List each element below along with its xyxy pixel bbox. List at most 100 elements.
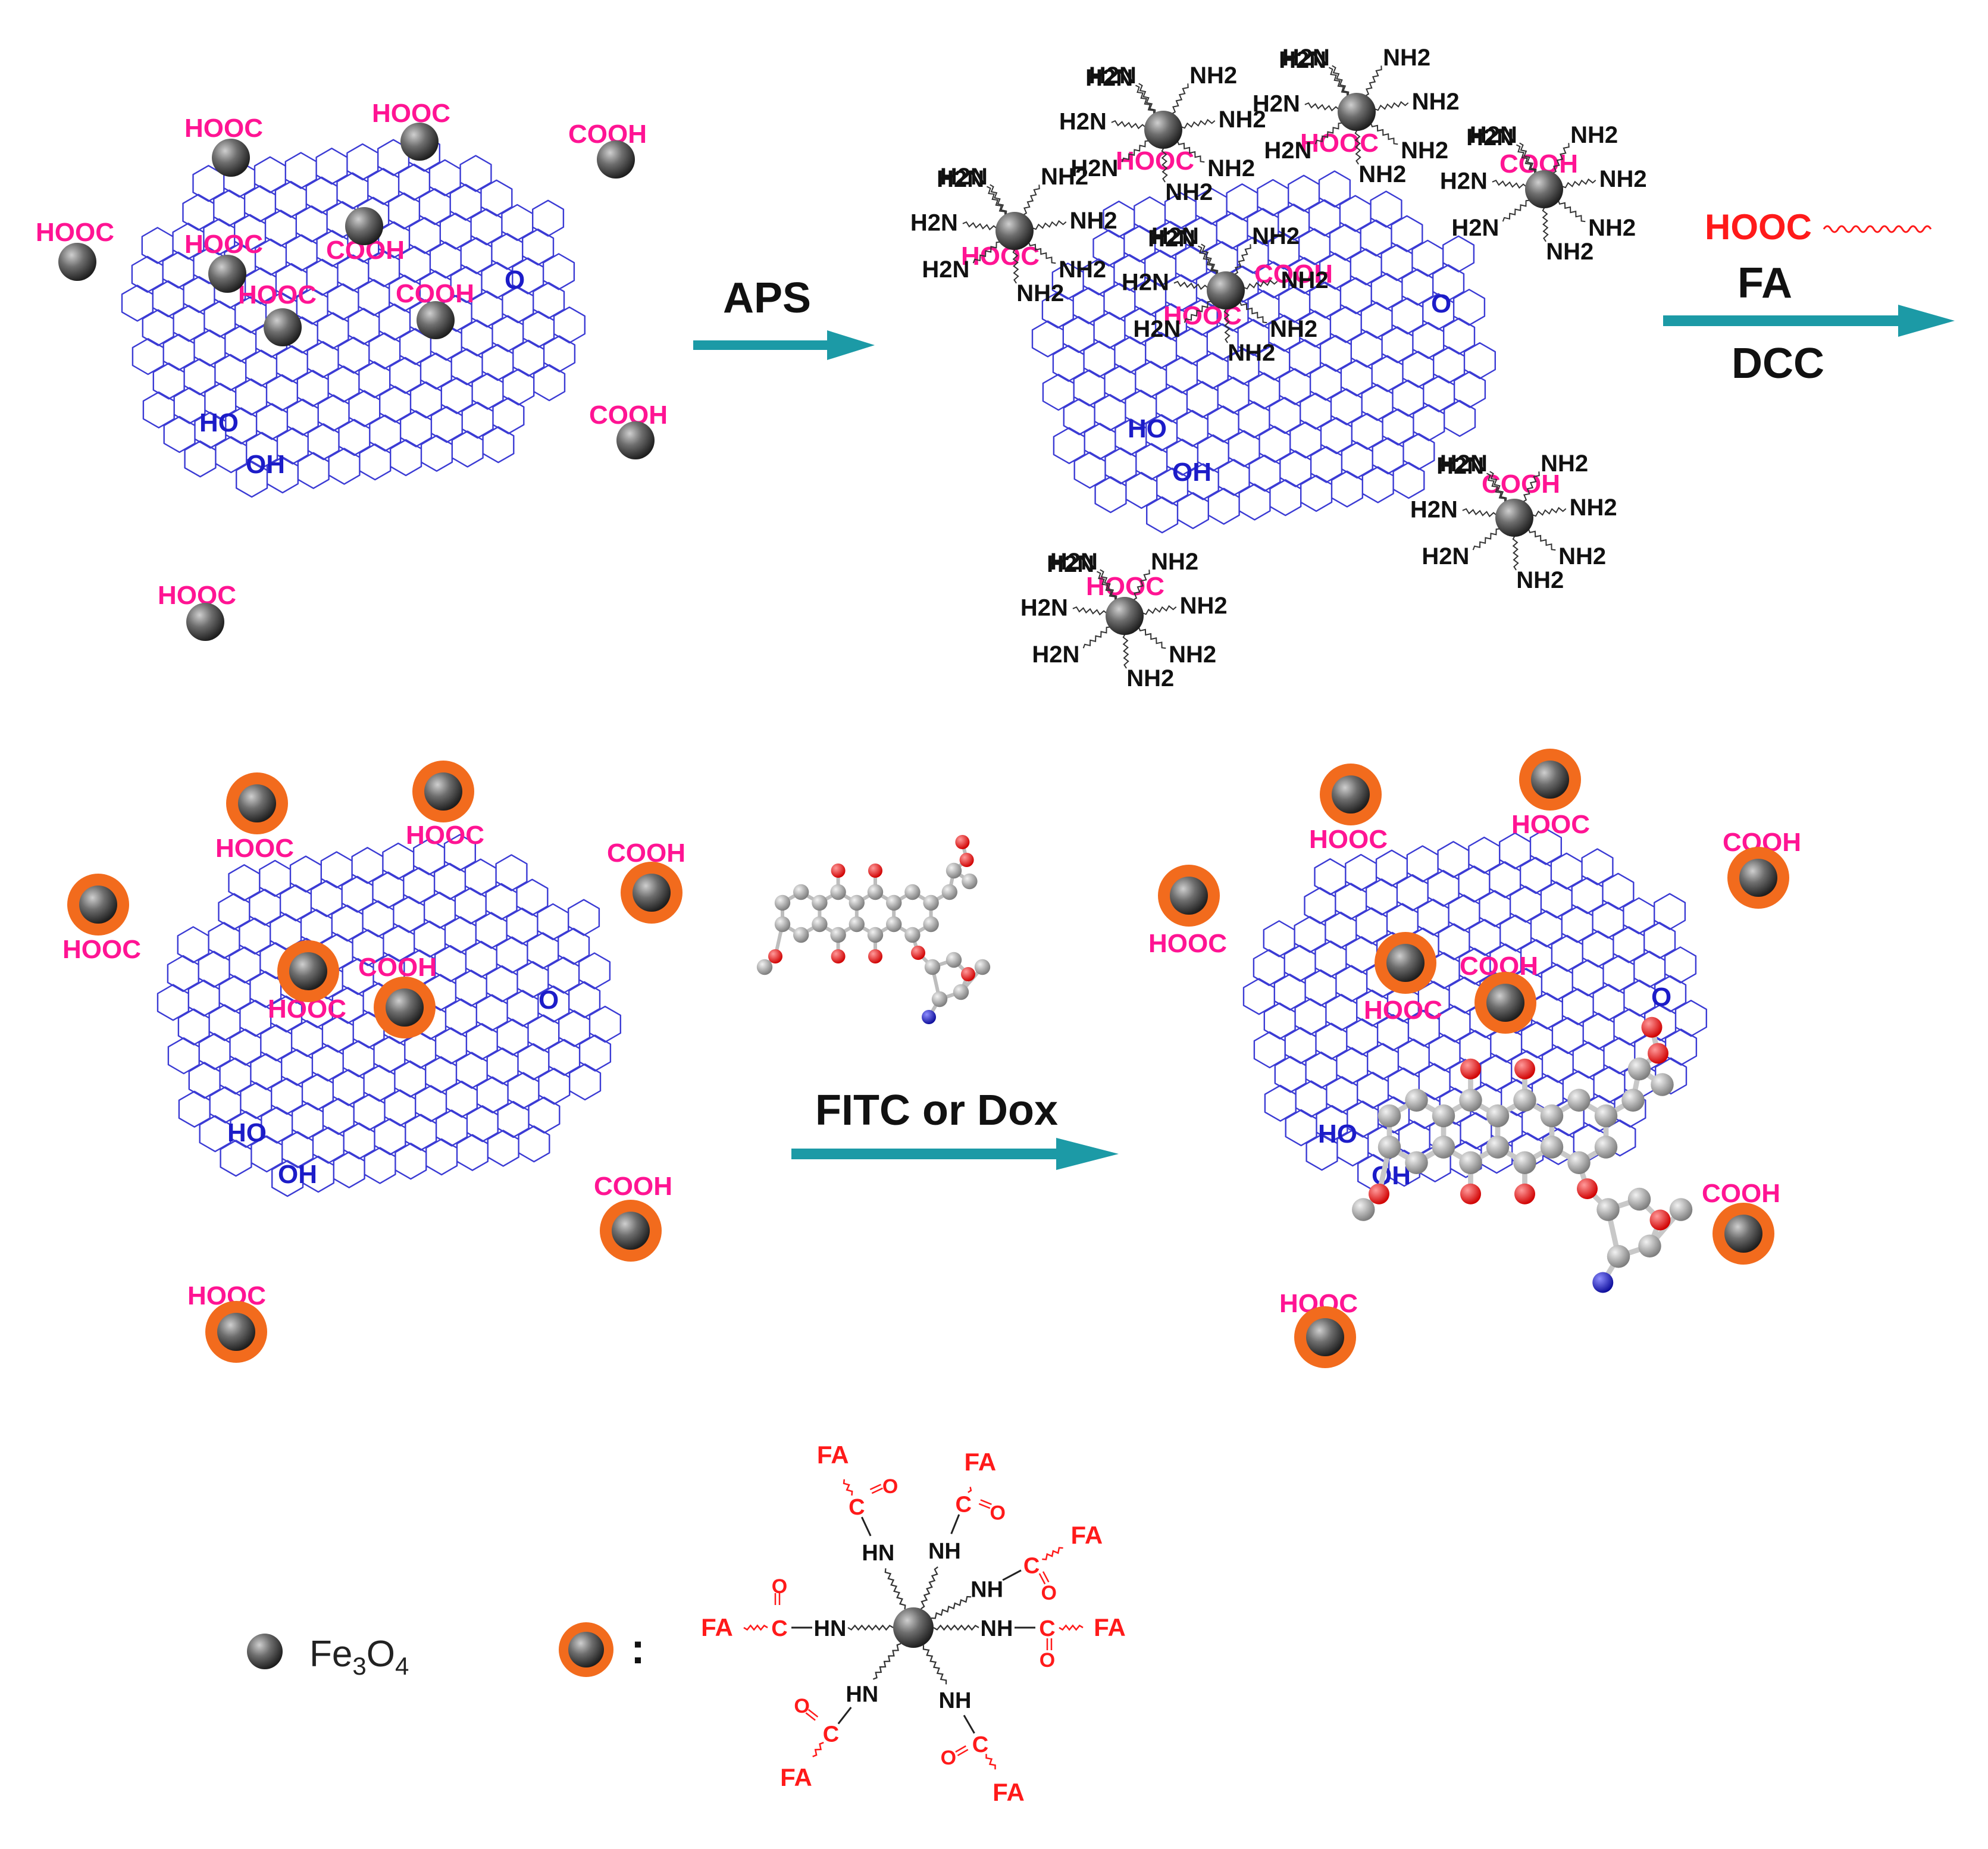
reaction-arrow-icon <box>791 1138 1119 1170</box>
amine-h2n-label: H2N <box>1070 155 1118 182</box>
amine-nh2-label: NH2 <box>1358 161 1406 187</box>
carbonyl-c-label: C <box>1039 1616 1055 1641</box>
amine-h2n-label: H2N <box>1151 223 1199 249</box>
fe3o4-particle-icon <box>212 139 250 177</box>
fa-label: FA <box>817 1441 849 1469</box>
amine-h2n-label: H2N <box>1466 124 1514 151</box>
amine-h2n-label: H2N <box>910 210 958 236</box>
hydroxyl-label: HO <box>199 408 239 437</box>
fe3o4-particle-icon <box>345 207 383 245</box>
amine-nh2-label: NH2 <box>1165 179 1213 205</box>
fe3o4-particle-icon <box>1338 93 1376 131</box>
carboxyl-label: HOOC <box>1309 825 1388 854</box>
carbonyl-c-label: C <box>1023 1553 1040 1578</box>
amine-nh2-label: NH2 <box>1189 62 1237 89</box>
fe3o4-particle-icon <box>1525 170 1563 208</box>
amine-h2n-label: H2N <box>1440 450 1488 477</box>
amine-h2n-label: H2N <box>1410 497 1458 523</box>
graphene-oxide-sheet-2 <box>1031 170 1496 534</box>
fe3o4-particle-icon <box>1207 271 1245 309</box>
amine-nh2-label: NH2 <box>1169 642 1216 668</box>
fa-coated-particle-icon <box>1519 749 1581 811</box>
amine-h2n-label: H2N <box>1253 91 1300 117</box>
amine-nh2-label: NH2 <box>1570 495 1617 521</box>
carboxyl-label: HOOC <box>36 218 114 247</box>
fe3o4-particle-icon <box>1144 111 1182 149</box>
amine-nh2-label: NH2 <box>1570 122 1618 148</box>
carboxyl-label: HOOC <box>1148 929 1227 958</box>
carbonyl-o-label: O <box>882 1475 898 1498</box>
amine-nh2-label: NH2 <box>1270 316 1317 342</box>
graphene-oxide-sheet-1 <box>121 134 586 498</box>
amine-h2n-label: H2N <box>1133 316 1181 342</box>
amine-h2n-label: H2N <box>1451 215 1499 241</box>
hydroxyl-label: HO <box>1128 414 1167 443</box>
fa-coated-particle-icon <box>374 977 436 1038</box>
amine-nh2-label: NH2 <box>1151 549 1198 575</box>
amine-nh2-label: NH2 <box>1588 215 1636 241</box>
carbonyl-o-label: O <box>1041 1582 1057 1604</box>
amine-nh2-label: NH2 <box>1383 45 1430 71</box>
amine-nh2-label: NH2 <box>1219 107 1266 133</box>
fa-label: FA <box>993 1778 1025 1806</box>
amine-nh2-label: NH2 <box>1541 450 1588 477</box>
amine-nh2-label: NH2 <box>1599 166 1647 192</box>
fa-label: FA <box>780 1763 812 1791</box>
amine-nh2-label: NH2 <box>1412 89 1460 115</box>
amine-nh2-label: NH2 <box>1126 665 1174 692</box>
amine-nh2-label: NH2 <box>1059 256 1106 283</box>
fe3o4-particle-icon <box>995 212 1034 250</box>
carboxyl-label: COOH <box>1254 259 1333 289</box>
fa-coated-particle-icon <box>412 761 474 822</box>
carboxyl-label: HOOC <box>406 821 484 850</box>
amine-nh2-label: NH2 <box>1401 137 1448 164</box>
amine-h2n-label: H2N <box>1470 122 1517 148</box>
carbonyl-c-label: C <box>956 1492 972 1517</box>
fa-label: FA <box>1071 1521 1103 1549</box>
fa-coated-particle-icon <box>226 772 288 834</box>
reaction-step-aps: APS <box>693 274 875 360</box>
fa-coated-particle-icon <box>1294 1306 1356 1368</box>
epoxy-label: O <box>539 985 559 1015</box>
fe3o4-particle-icon <box>400 123 439 161</box>
fe3o4-particle-icon <box>1495 499 1533 537</box>
carboxyl-label: HOOC <box>62 935 141 964</box>
epoxy-label: O <box>1651 983 1671 1012</box>
fa-coated-particle-icon <box>1158 865 1220 927</box>
fe3o4-particle-icon <box>597 140 635 179</box>
carbonyl-c-label: C <box>972 1732 988 1757</box>
carbonyl-c-label: C <box>823 1722 839 1747</box>
panel-1-go-fe3o4: HOOC HOOC COOH HOOC HOOC COOH HOOC COOH … <box>36 99 668 641</box>
amine-h2n-label: H2N <box>1422 543 1469 570</box>
graphene-oxide-sheet-4 <box>1242 828 1707 1191</box>
amine-nh2-label: NH2 <box>1558 543 1606 570</box>
amine-h2n-label: H2N <box>1264 137 1311 164</box>
reaction-step-fitc-dox: FITC or Dox <box>756 835 1119 1170</box>
fa-coated-particle-icon <box>559 1622 613 1677</box>
amine-h2n-label: H2N <box>1047 551 1094 577</box>
fa-coated-particle-icon <box>1375 932 1436 994</box>
epoxy-label: O <box>1431 289 1451 318</box>
amine-h2n-label: H2N <box>1279 47 1326 73</box>
fa-coated-particle-icon <box>1320 764 1382 825</box>
epoxy-label: O <box>505 265 525 295</box>
carboxyl-label: COOH <box>594 1172 672 1201</box>
fe3o4-particle-icon <box>58 243 96 281</box>
fa-label: FA <box>1094 1613 1126 1641</box>
carboxyl-label: HOOC <box>238 280 317 309</box>
fe3o4-particle-icon <box>186 603 224 641</box>
carbonyl-o-label: O <box>1040 1649 1055 1672</box>
fa-coated-particle-icon <box>621 862 683 924</box>
amide-nh-label: NH <box>928 1539 961 1564</box>
amine-h2n-label: H2N <box>1148 226 1195 252</box>
fa-label: FA <box>965 1448 997 1476</box>
amine-h2n-label: H2N <box>1020 595 1068 621</box>
amine-h2n-label: H2N <box>1440 168 1488 195</box>
amide-nh-label: HN <box>862 1541 894 1566</box>
